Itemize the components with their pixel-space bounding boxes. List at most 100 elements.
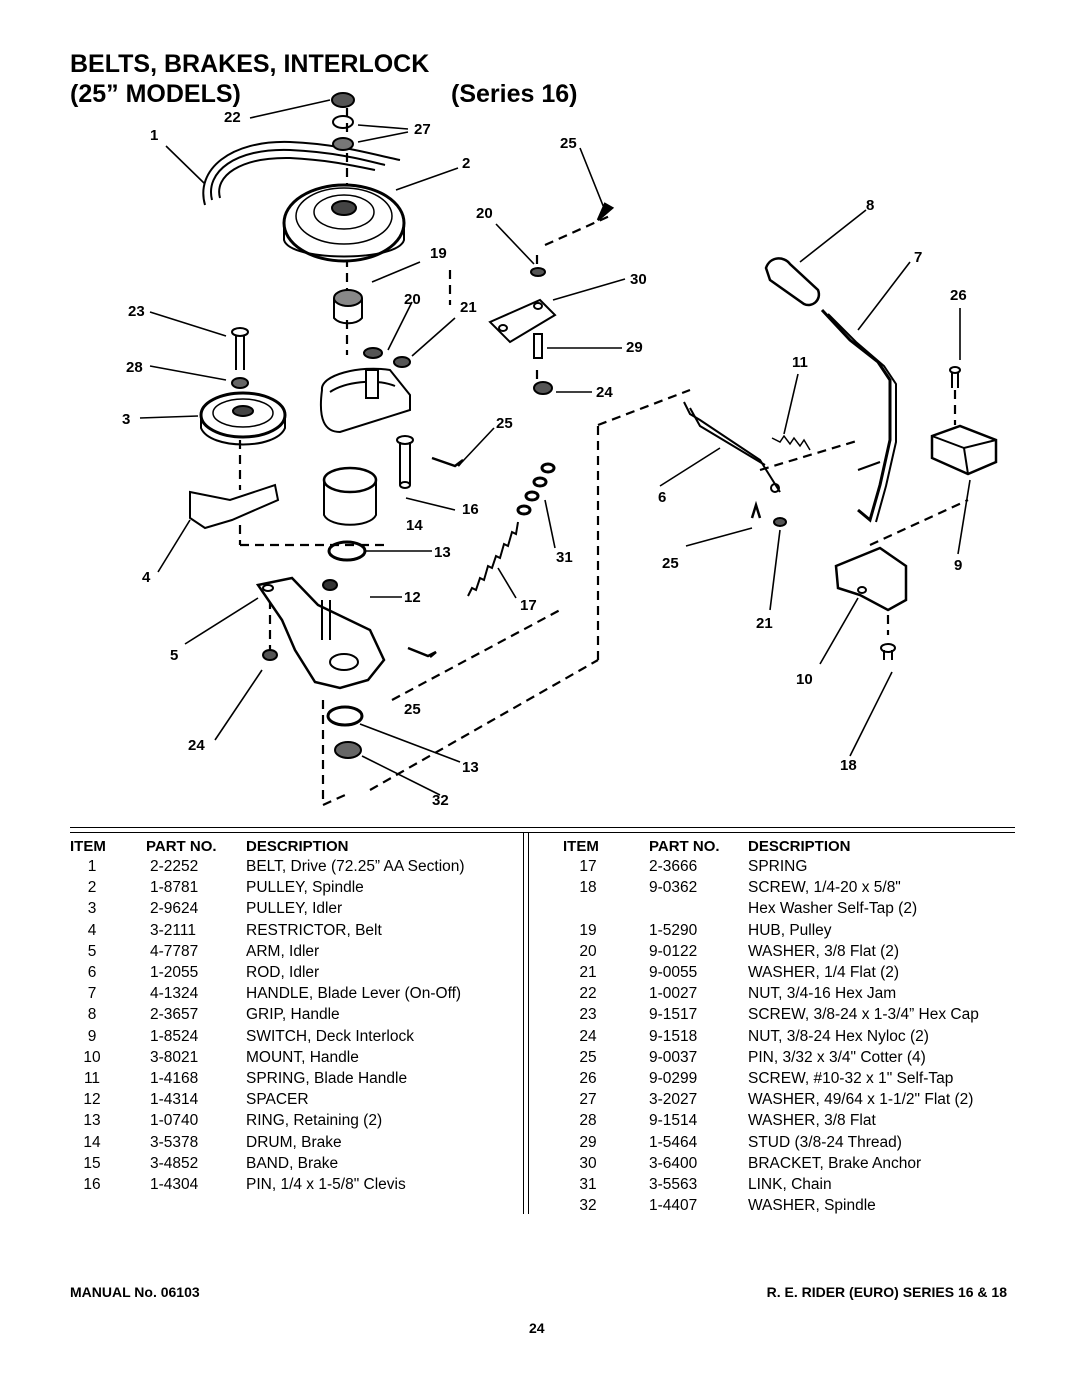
- part-description: WASHER, Spindle: [748, 1197, 876, 1215]
- drive-belt-part: [202, 140, 401, 206]
- table-top-rule: [70, 827, 1015, 828]
- callout-3: 3: [122, 411, 130, 428]
- callout-5: 5: [170, 647, 178, 664]
- callout-28: 28: [126, 359, 143, 376]
- part-number: 3-2027: [649, 1091, 698, 1109]
- callout-19: 19: [430, 245, 447, 262]
- callout-9: 9: [954, 557, 962, 574]
- callout-13a: 13: [434, 544, 451, 561]
- part-number: 1-8781: [150, 879, 199, 897]
- part-number: 2-3657: [150, 1006, 199, 1024]
- part-description: HUB, Pulley: [748, 921, 832, 939]
- clevis-pin-part: [396, 435, 414, 489]
- part-description: SCREW, #10-32 x 1" Self-Tap: [748, 1070, 954, 1087]
- callout-leader-lines: [139, 99, 971, 796]
- page-title: BELTS, BRAKES, INTERLOCK: [70, 50, 430, 78]
- part-item-number: 12: [83, 1091, 101, 1109]
- callout-7: 7: [914, 249, 922, 266]
- series-label: (Series 16): [451, 80, 578, 108]
- part-item-number: 22: [579, 985, 597, 1003]
- callout-31: 31: [556, 549, 573, 566]
- callout-labels: 1 2 3 4 5 6 7 8 9 10 11 12 13 13 14 16 1…: [122, 109, 967, 809]
- part-item-number: 30: [579, 1154, 597, 1172]
- part-item-number: 18: [579, 879, 597, 897]
- part-description: SWITCH, Deck Interlock: [246, 1027, 414, 1045]
- part-description: BELT, Drive (72.25” AA Section): [246, 858, 465, 875]
- callout-8: 8: [866, 197, 874, 214]
- brake-anchor-part: [488, 267, 557, 395]
- part-number: 9-0037: [649, 1048, 698, 1066]
- table-column-divider: [523, 832, 529, 1214]
- part-item-number: 31: [579, 1176, 597, 1193]
- part-item-number: 29: [579, 1133, 597, 1151]
- part-item-number: 32: [579, 1197, 597, 1215]
- part-number: 4-7787: [150, 942, 199, 960]
- callout-23: 23: [128, 303, 145, 320]
- part-description: NUT, 3/4-16 Hex Jam: [748, 985, 897, 1003]
- callout-24a: 24: [596, 384, 613, 401]
- part-number: 1-4304: [150, 1176, 199, 1193]
- callout-20a: 20: [476, 205, 493, 222]
- pulley-hub-part: [333, 289, 363, 325]
- callout-2: 2: [462, 155, 470, 172]
- callout-13b: 13: [462, 759, 479, 776]
- part-number: 1-5290: [649, 921, 698, 939]
- part-number: 9-0055: [649, 964, 698, 981]
- part-number: 1-0740: [150, 1112, 199, 1130]
- part-item-number: 26: [579, 1070, 597, 1087]
- callout-21b: 21: [756, 615, 773, 632]
- part-number: 9-1514: [649, 1112, 698, 1130]
- part-item-number: 6: [87, 964, 97, 981]
- callout-10: 10: [796, 671, 813, 688]
- callout-4: 4: [142, 569, 151, 586]
- part-item-number: 20: [579, 942, 597, 960]
- callout-32: 32: [432, 792, 449, 809]
- part-number: 1-0027: [649, 985, 698, 1003]
- callout-1: 1: [150, 127, 158, 144]
- callout-16: 16: [462, 501, 479, 518]
- part-description: RING, Retaining (2): [246, 1112, 383, 1130]
- callout-25a: 25: [560, 135, 577, 152]
- part-number: 1-8524: [150, 1027, 199, 1045]
- callout-18: 18: [840, 757, 857, 774]
- part-item-number: 13: [83, 1112, 101, 1130]
- part-item-number: 9: [87, 1027, 97, 1045]
- spindle-nut-washers: [331, 92, 355, 151]
- exploded-parts-diagram: 1 2 3 4 5 6 7 8 9 10 11 12 13 13 14 16 1…: [122, 92, 998, 809]
- left-header-part-no: PART NO.: [146, 838, 217, 855]
- part-description: SPRING, Blade Handle: [246, 1070, 408, 1087]
- part-description: NUT, 3/8-24 Hex Nyloc (2): [748, 1027, 929, 1045]
- part-description: SPRING: [748, 858, 808, 875]
- part-description: PULLEY, Idler: [246, 900, 343, 918]
- part-description: Hex Washer Self-Tap (2): [748, 900, 918, 918]
- handle-mount-part: [834, 546, 908, 612]
- part-item-number: 19: [579, 921, 597, 939]
- part-item-number: 5: [87, 942, 97, 960]
- callout-12: 12: [404, 589, 421, 606]
- right-header-item: ITEM: [563, 838, 599, 855]
- part-item-number: 21: [579, 964, 597, 981]
- idler-arm-part: [255, 576, 386, 690]
- part-item-number: 7: [87, 985, 97, 1003]
- part-item-number: 25: [579, 1048, 597, 1066]
- idler-pulley-part: [199, 391, 287, 446]
- callout-14: 14: [406, 517, 423, 534]
- part-description: PIN, 1/4 x 1-5/8" Clevis: [246, 1176, 406, 1193]
- chain-link-part: [516, 462, 556, 516]
- spindle-washer-part: [334, 741, 362, 759]
- right-header-description: DESCRIPTION: [748, 838, 851, 855]
- part-number: 9-0362: [649, 879, 698, 897]
- part-description: PIN, 3/32 x 3/4" Cotter (4): [748, 1048, 926, 1066]
- page-subtitle-models: (25” MODELS): [70, 80, 241, 108]
- callout-27: 27: [414, 121, 431, 138]
- part-number: 3-5563: [649, 1176, 698, 1193]
- callout-29: 29: [626, 339, 643, 356]
- deck-interlock-switch-part: [930, 424, 998, 476]
- part-number: 3-4852: [150, 1154, 199, 1172]
- part-description: HANDLE, Blade Lever (On-Off): [246, 985, 462, 1003]
- part-number: 3-8021: [150, 1048, 199, 1066]
- part-item-number: 14: [83, 1133, 101, 1151]
- part-number: 9-0299: [649, 1070, 698, 1087]
- part-number: 2-9624: [150, 900, 199, 918]
- switch-screw-part: [949, 366, 961, 388]
